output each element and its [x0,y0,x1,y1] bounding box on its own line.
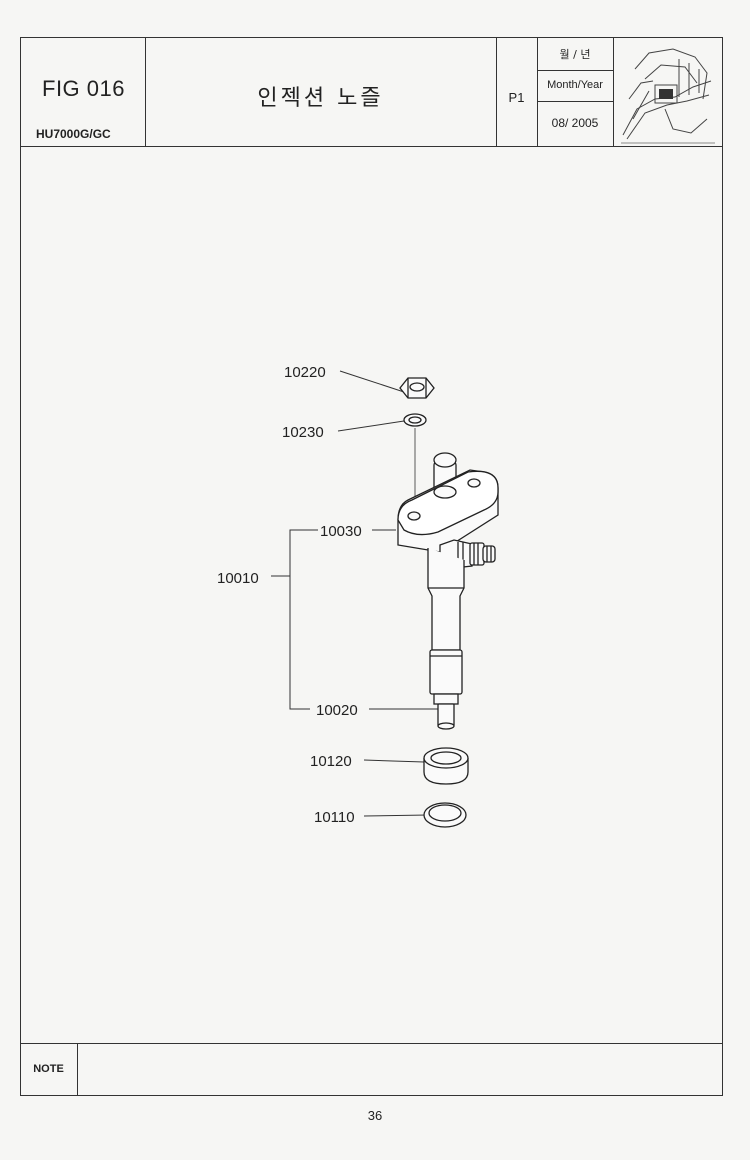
nut-part [399,377,435,399]
nozzle-body-part [427,548,465,730]
header-divider-4 [613,37,614,146]
page-number: 36 [367,1108,383,1123]
header-divider-1 [145,37,146,146]
date-label-english: Month/Year [547,79,603,91]
model-code: HU7000G/GC [36,127,111,141]
date-rule-2 [537,101,613,102]
part-label-10020: 10020 [316,702,358,719]
machine-illustration-icon [615,39,721,145]
part-label-10010: 10010 [217,570,259,587]
gasket-ring-part [423,802,467,828]
date-label-korean: 월 / 년 [559,48,591,61]
part-label-10230: 10230 [282,424,324,441]
part-label-10030: 10030 [320,523,362,540]
page-label: P1 [508,90,525,105]
note-divider [77,1043,78,1096]
page-title: 인젝션 노즐 [257,86,384,111]
page-frame [20,37,723,1096]
injector-holder-part [397,452,499,569]
heat-shield-cup-part [423,747,469,785]
note-top-rule [20,1043,723,1044]
date-value: 08/ 2005 [551,116,599,130]
figure-number: FIG 016 [42,76,125,101]
header-bottom-rule [20,146,723,147]
note-label: NOTE [33,1063,64,1075]
note-field[interactable] [80,1046,720,1094]
date-rule-1 [537,70,613,71]
part-label-10220: 10220 [284,364,326,381]
part-label-10120: 10120 [310,753,352,770]
header-divider-2 [496,37,497,146]
header-divider-3 [537,37,538,146]
washer-part [403,413,427,427]
part-label-10110: 10110 [314,809,355,826]
